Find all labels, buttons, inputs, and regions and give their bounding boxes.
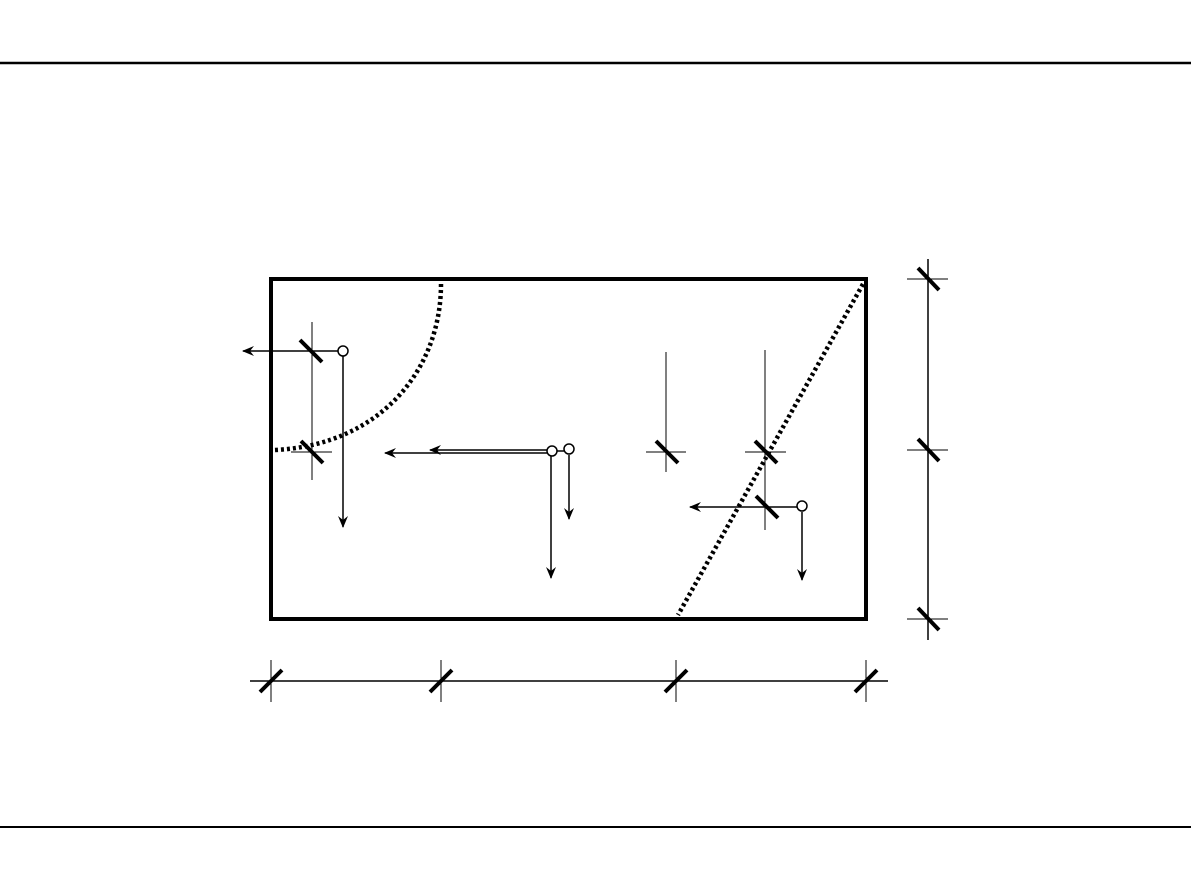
dimension-tick <box>916 266 941 292</box>
tick-mark <box>654 439 680 465</box>
load-point <box>337 345 349 357</box>
dotted-curved-boundary <box>274 283 444 453</box>
load-point <box>546 445 558 457</box>
dimension-tick <box>258 668 284 694</box>
dotted-diagonal-boundary <box>676 282 865 617</box>
dimension-tick <box>916 437 941 463</box>
dimension-tick <box>663 668 689 694</box>
tick-mark <box>299 439 325 465</box>
panel-outline <box>269 277 868 621</box>
tick-mark <box>753 439 779 465</box>
load-point <box>796 500 808 512</box>
load-point <box>563 443 575 455</box>
dimension-tick <box>916 606 941 632</box>
dimension-tick <box>853 668 879 694</box>
dimension-tick <box>428 668 454 694</box>
